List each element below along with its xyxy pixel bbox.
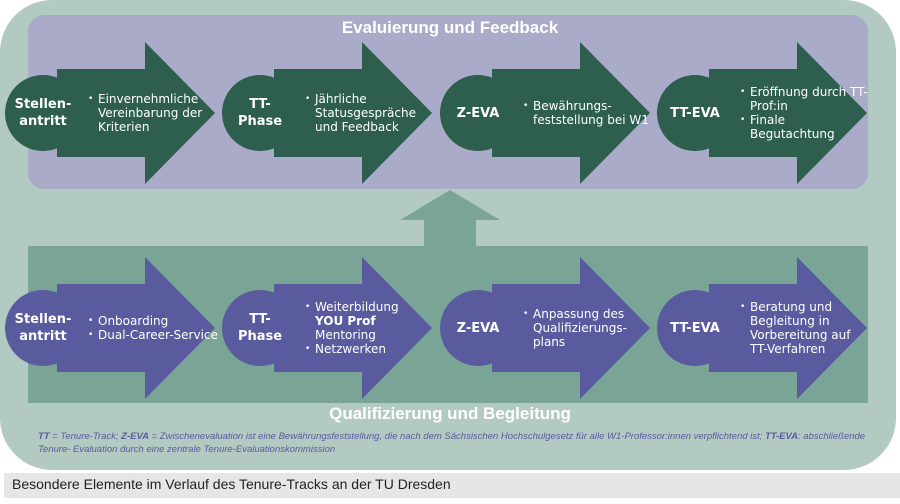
qualification-title: Qualifizierung und Begleitung bbox=[329, 404, 571, 423]
figure-caption: Besondere Elemente im Verlauf des Tenure… bbox=[4, 473, 900, 498]
step-bullets: Eröffnung durch TT-Prof:inFinale Begutac… bbox=[740, 42, 870, 184]
step-arrow-icon bbox=[222, 42, 432, 184]
evaluation-title: Evaluierung und Feedback bbox=[341, 18, 559, 37]
step-label: Z-EVA bbox=[456, 320, 500, 336]
bullet-item: Finale Begutachtung bbox=[740, 113, 870, 141]
step-bullets: Anpassung des Qualifizierungs-plans bbox=[523, 257, 653, 399]
step-arrow-icon bbox=[222, 257, 432, 399]
top-step-4: TT-EVA Eröffnung durch TT-Prof:inFinale B… bbox=[657, 42, 869, 184]
bullet-item: YOU Prof bbox=[315, 314, 376, 328]
bullet-item: Beratung und Begleitung in Vorbereitung … bbox=[740, 300, 870, 356]
bottom-step-1: Stellen- antritt OnboardingDual-Career-Se… bbox=[5, 257, 218, 399]
up-arrow-icon bbox=[400, 190, 500, 246]
step-label: Stellen- antritt bbox=[14, 312, 72, 344]
step-label: TT-EVA bbox=[670, 105, 720, 121]
bullet-item: Einvernehmliche Vereinbarung der Kriteri… bbox=[88, 92, 218, 134]
footnote: TT = Tenure-Track; Z-EVA = Zwischenevalu… bbox=[38, 431, 866, 455]
bullet-item: Anpassung des Qualifizierungs-plans bbox=[523, 307, 653, 349]
step-bullets: Bewährungs-feststellung bei W1 bbox=[523, 42, 653, 184]
top-step-2: TT- Phase Jährliche Statusgespräche und F… bbox=[222, 42, 434, 184]
bullet-item: Mentoring bbox=[315, 328, 376, 342]
step-label: TT- Phase bbox=[237, 312, 283, 344]
bullet-item: Dual-Career-Service bbox=[88, 328, 218, 342]
step-label: TT-EVA bbox=[670, 320, 720, 336]
step-bullets: Jährliche Statusgespräche und Feedback bbox=[305, 42, 435, 184]
step-label: Z-EVA bbox=[456, 105, 500, 121]
top-step-3: Z-EVA Bewährungs-feststellung bei W1 bbox=[440, 42, 652, 184]
bullet-item: Netzwerken bbox=[305, 342, 435, 356]
step-bullets: Einvernehmliche Vereinbarung der Kriteri… bbox=[88, 42, 218, 184]
step-arrow-icon bbox=[657, 257, 867, 399]
step-bullets: Beratung und Begleitung in Vorbereitung … bbox=[740, 257, 870, 399]
bullet-item: Onboarding bbox=[88, 314, 218, 328]
bullet-item: Weiterbildung bbox=[305, 300, 435, 314]
step-label: Stellen- antritt bbox=[14, 97, 72, 129]
bullet-item: Jährliche Statusgespräche und Feedback bbox=[305, 92, 435, 134]
top-step-1: Stellen- antritt Einvernehmliche Vereinba… bbox=[5, 42, 217, 184]
step-bullets: OnboardingDual-Career-Service bbox=[88, 257, 218, 399]
bullet-item: Bewährungs-feststellung bei W1 bbox=[523, 99, 653, 127]
bottom-step-4: TT-EVA Beratung und Begleitung in Vorbere… bbox=[657, 257, 869, 399]
step-label: TT- Phase bbox=[237, 97, 283, 129]
bullet-item: Eröffnung durch TT-Prof:in bbox=[740, 85, 870, 113]
bottom-step-3: Z-EVA Anpassung des Qualifizierungs-plans bbox=[440, 257, 652, 399]
